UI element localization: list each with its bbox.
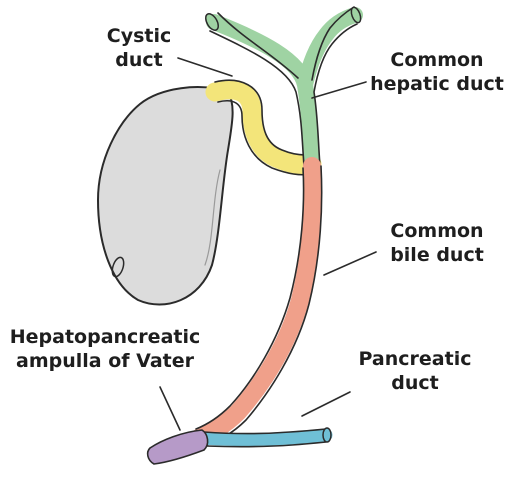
cystic-duct bbox=[205, 80, 322, 175]
label-pancreatic-duct: Pancreatic duct bbox=[352, 347, 478, 395]
label-cystic-duct-line2: duct bbox=[115, 49, 163, 71]
hepatopancreatic-ampulla bbox=[146, 429, 209, 465]
label-cystic-duct: Cystic duct bbox=[104, 24, 174, 72]
common-hepatic-duct-outline bbox=[209, 6, 358, 167]
label-common-hepatic-duct-line2: hepatic duct bbox=[370, 73, 504, 95]
pancreatic-duct bbox=[193, 428, 333, 446]
gallbladder bbox=[97, 86, 234, 306]
label-pancreatic-duct-line2: duct bbox=[391, 372, 439, 394]
leader-cystic bbox=[177, 57, 233, 77]
leader-bile bbox=[323, 251, 377, 276]
label-common-bile-duct-line2: bile duct bbox=[390, 244, 484, 266]
label-pancreatic-duct-line1: Pancreatic bbox=[358, 348, 472, 370]
leader-hepatic bbox=[311, 81, 367, 99]
gallbladder-mark bbox=[111, 256, 125, 278]
common-bile-duct bbox=[191, 157, 322, 446]
label-common-hepatic-duct-line1: Common bbox=[390, 49, 484, 71]
common-bile-duct-outline bbox=[195, 165, 323, 447]
label-ampulla: Hepatopancreatic ampulla of Vater bbox=[2, 325, 208, 373]
label-common-hepatic-duct: Common hepatic duct bbox=[364, 48, 510, 96]
label-ampulla-line2: ampulla of Vater bbox=[16, 350, 194, 372]
gallbladder-neck-fold bbox=[204, 169, 221, 266]
leader-ampulla bbox=[159, 386, 181, 431]
label-ampulla-line1: Hepatopancreatic bbox=[9, 326, 201, 348]
cystic-duct-outline bbox=[214, 79, 315, 176]
hepatic-right-end bbox=[350, 6, 362, 24]
label-common-bile-duct: Common bile duct bbox=[378, 219, 496, 267]
pancreatic-duct-outline bbox=[203, 428, 327, 448]
pancreatic-duct-end bbox=[322, 427, 332, 443]
hepatic-left-end bbox=[205, 13, 219, 31]
leader-pancreatic bbox=[301, 391, 351, 417]
label-cystic-duct-line1: Cystic bbox=[106, 25, 172, 47]
label-common-bile-duct-line1: Common bbox=[390, 220, 484, 242]
